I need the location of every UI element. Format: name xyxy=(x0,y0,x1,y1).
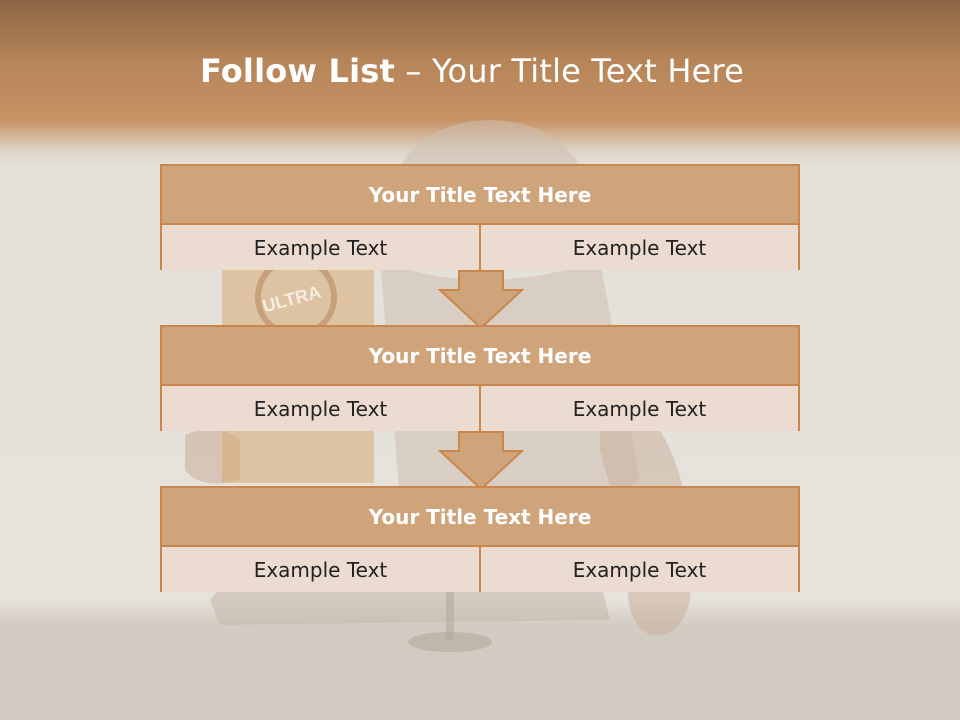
block-title: Your Title Text Here xyxy=(162,166,798,225)
block-row: Example Text Example Text xyxy=(162,547,798,592)
down-arrow-icon xyxy=(438,270,524,330)
slide-title-bold: Follow List xyxy=(199,52,396,90)
block-right-cell: Example Text xyxy=(479,386,798,431)
block-right-cell: Example Text xyxy=(479,225,798,270)
block-right-cell: Example Text xyxy=(479,547,798,592)
list-block-2: Your Title Text Here Example Text Exampl… xyxy=(160,325,800,431)
block-title: Your Title Text Here xyxy=(162,327,798,386)
block-title: Your Title Text Here xyxy=(162,488,798,547)
block-left-cell: Example Text xyxy=(162,225,479,270)
block-row: Example Text Example Text xyxy=(162,225,798,270)
list-block-3: Your Title Text Here Example Text Exampl… xyxy=(160,486,800,592)
block-row: Example Text Example Text xyxy=(162,386,798,431)
block-left-cell: Example Text xyxy=(162,547,479,592)
list-block-1: Your Title Text Here Example Text Exampl… xyxy=(160,164,800,270)
slide-title: Follow List – Your Title Text Here xyxy=(0,52,944,90)
block-left-cell: Example Text xyxy=(162,386,479,431)
down-arrow-icon xyxy=(438,431,524,491)
slide-title-rest: – Your Title Text Here xyxy=(395,52,745,90)
